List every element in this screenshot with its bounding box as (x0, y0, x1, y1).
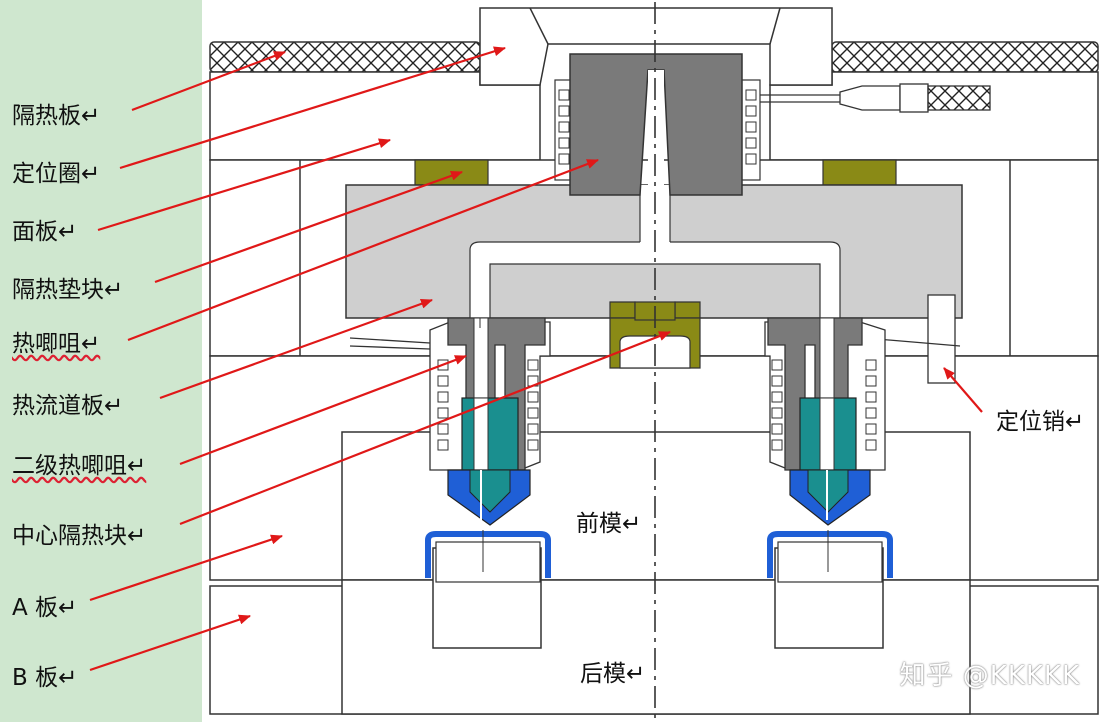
secondary-nozzle-right (764, 317, 886, 526)
heater-cable (760, 83, 991, 113)
molded-parts (425, 531, 893, 578)
label-center-insulator: 中心隔热块↵ (12, 523, 147, 549)
secondary-nozzle-left (429, 317, 551, 526)
watermark: 知乎 @KKKKK (899, 661, 1080, 691)
label-insulation-pad: 隔热垫块↵ (12, 277, 124, 303)
label-face-plate: 面板↵ (12, 219, 78, 245)
hot-runner-manifold (345, 184, 963, 319)
callout-arrows (89, 46, 983, 672)
label-insulation-plate: 隔热板↵ (12, 103, 101, 129)
label-secondary-nozzle: 二级热唧咀↵ (12, 453, 147, 479)
main-hot-nozzle (554, 53, 761, 196)
label-b-plate: B 板↵ (12, 665, 78, 691)
locating-ring (479, 7, 833, 86)
label-locating-pin: 定位销↵ (996, 409, 1085, 435)
label-hot-nozzle: 热唧咀↵ (12, 331, 101, 357)
label-panel (0, 0, 202, 722)
label-rear-mold: 后模↵ (580, 661, 646, 687)
cavity-inner (435, 541, 883, 583)
label-a-plate: A 板↵ (12, 595, 78, 621)
b-plate (209, 579, 1099, 715)
label-manifold: 热流道板↵ (12, 393, 124, 419)
label-front-mold: 前模↵ (576, 511, 642, 537)
label-locating-ring: 定位圈↵ (12, 161, 101, 187)
